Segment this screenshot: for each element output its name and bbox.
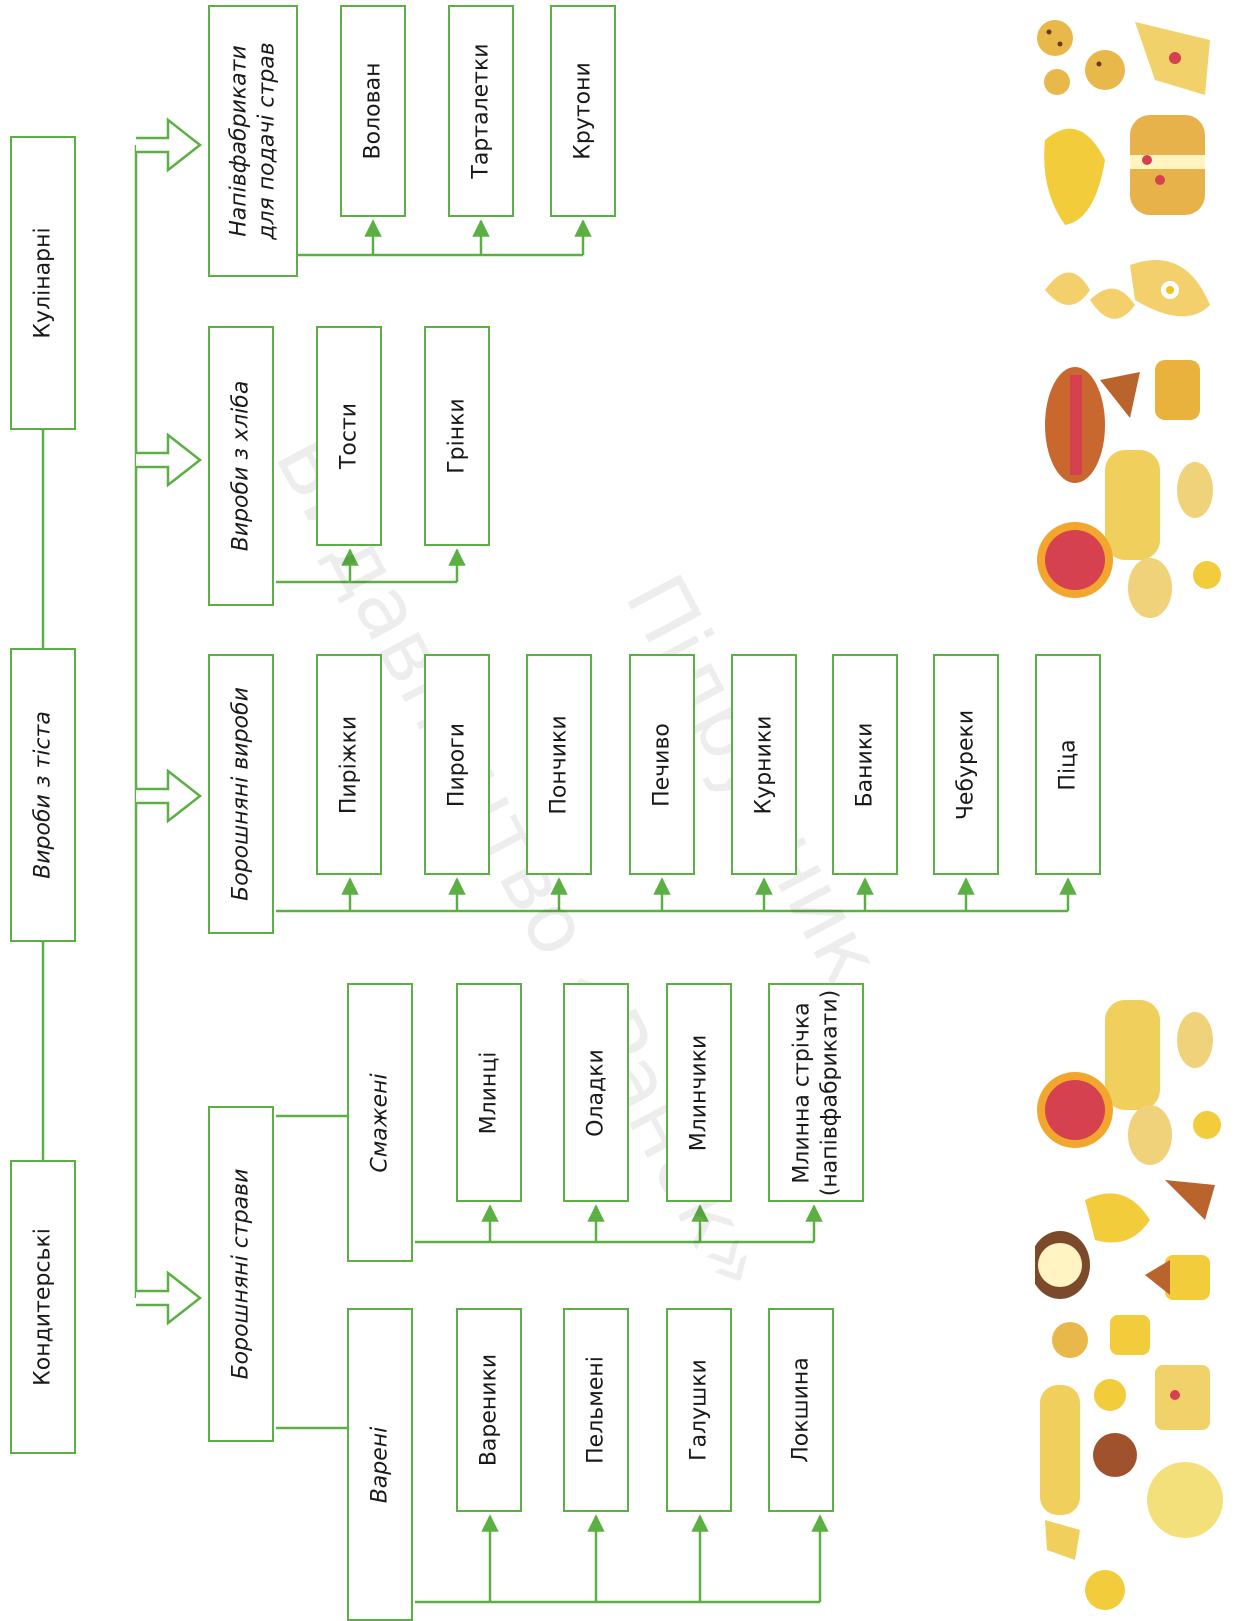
group-label: Борошняні вироби <box>228 687 254 901</box>
group-label: Вироби з хліба <box>228 380 254 552</box>
category-culinary: Кулінарні <box>10 136 76 430</box>
item-boiled: Галушки <box>666 1308 732 1512</box>
group-label: Борошняні страви <box>228 1168 254 1380</box>
item-product: Курники <box>731 654 797 875</box>
group-flour-dishes: Борошняні страви <box>208 1106 274 1442</box>
item-semi: Волован <box>340 5 406 217</box>
item-label: Крутони <box>570 62 596 160</box>
group-semi-finished: Напівфабрикати для подачі страв <box>208 5 298 277</box>
category-confectionery: Кондитерські <box>10 1160 76 1454</box>
item-fried: Млинна стрічка (напівфабрикати) <box>768 983 864 1202</box>
item-product: Пончики <box>526 654 592 875</box>
item-label: Млинна стрічка (напівфабрикати) <box>789 989 843 1196</box>
hollow-arrow-4 <box>136 1270 203 1326</box>
group-fried: Смажені <box>347 983 413 1262</box>
item-label: Чебуреки <box>953 709 979 820</box>
category-label: Вироби з тіста <box>30 711 56 879</box>
hollow-arrow-3 <box>136 768 203 824</box>
item-label: Пельмені <box>583 1356 609 1464</box>
item-label: Волован <box>360 62 386 160</box>
item-fried: Млинці <box>456 983 522 1202</box>
item-boiled: Локшина <box>768 1308 834 1512</box>
item-label: Пиріжки <box>336 715 362 814</box>
hollow-arrow-2 <box>136 432 203 488</box>
group-label: Напівфабрикати для подачі страв <box>226 42 280 240</box>
category-label: Кондитерські <box>30 1228 56 1386</box>
item-label: Млинчики <box>686 1034 712 1151</box>
item-product: Печиво <box>629 654 695 875</box>
item-product: Баники <box>832 654 898 875</box>
group-boiled: Варені <box>347 1308 413 1621</box>
item-label: Тости <box>336 402 362 470</box>
group-label: Смажені <box>367 1072 393 1173</box>
bakery-illustration-bottom <box>1035 1000 1223 1610</box>
item-label: Оладки <box>583 1048 609 1137</box>
item-boiled: Вареники <box>456 1308 522 1512</box>
item-boiled: Пельмені <box>563 1308 629 1512</box>
bakery-illustration-top <box>1037 20 1221 618</box>
item-label: Локшина <box>788 1357 814 1463</box>
item-label: Грінки <box>444 398 470 474</box>
item-label: Баники <box>852 722 878 807</box>
item-semi: Крутони <box>550 5 616 217</box>
item-label: Млинці <box>476 1051 502 1134</box>
group-flour-products: Борошняні вироби <box>208 654 274 934</box>
item-label: Вареники <box>476 1353 502 1467</box>
item-label: Тарталетки <box>468 43 494 179</box>
item-product: Пироги <box>424 654 490 875</box>
category-dough-products: Вироби з тіста <box>10 648 76 942</box>
item-bread: Тости <box>316 326 382 546</box>
item-label: Курники <box>751 715 777 814</box>
item-label: Галушки <box>686 1359 712 1461</box>
item-fried: Млинчики <box>666 983 732 1202</box>
item-semi: Тарталетки <box>448 5 514 217</box>
hollow-arrow-1 <box>136 117 203 173</box>
group-label: Варені <box>367 1426 393 1503</box>
item-label: Пироги <box>444 722 470 807</box>
item-product: Піца <box>1035 654 1101 875</box>
item-label: Печиво <box>649 722 675 807</box>
item-product: Чебуреки <box>933 654 999 875</box>
group-bread-products: Вироби з хліба <box>208 326 274 606</box>
category-label: Кулінарні <box>30 227 56 339</box>
item-fried: Оладки <box>563 983 629 1202</box>
item-bread: Грінки <box>424 326 490 546</box>
bakery-illustrations <box>1035 20 1223 1610</box>
item-label: Пончики <box>546 714 572 815</box>
item-product: Пиріжки <box>316 654 382 875</box>
